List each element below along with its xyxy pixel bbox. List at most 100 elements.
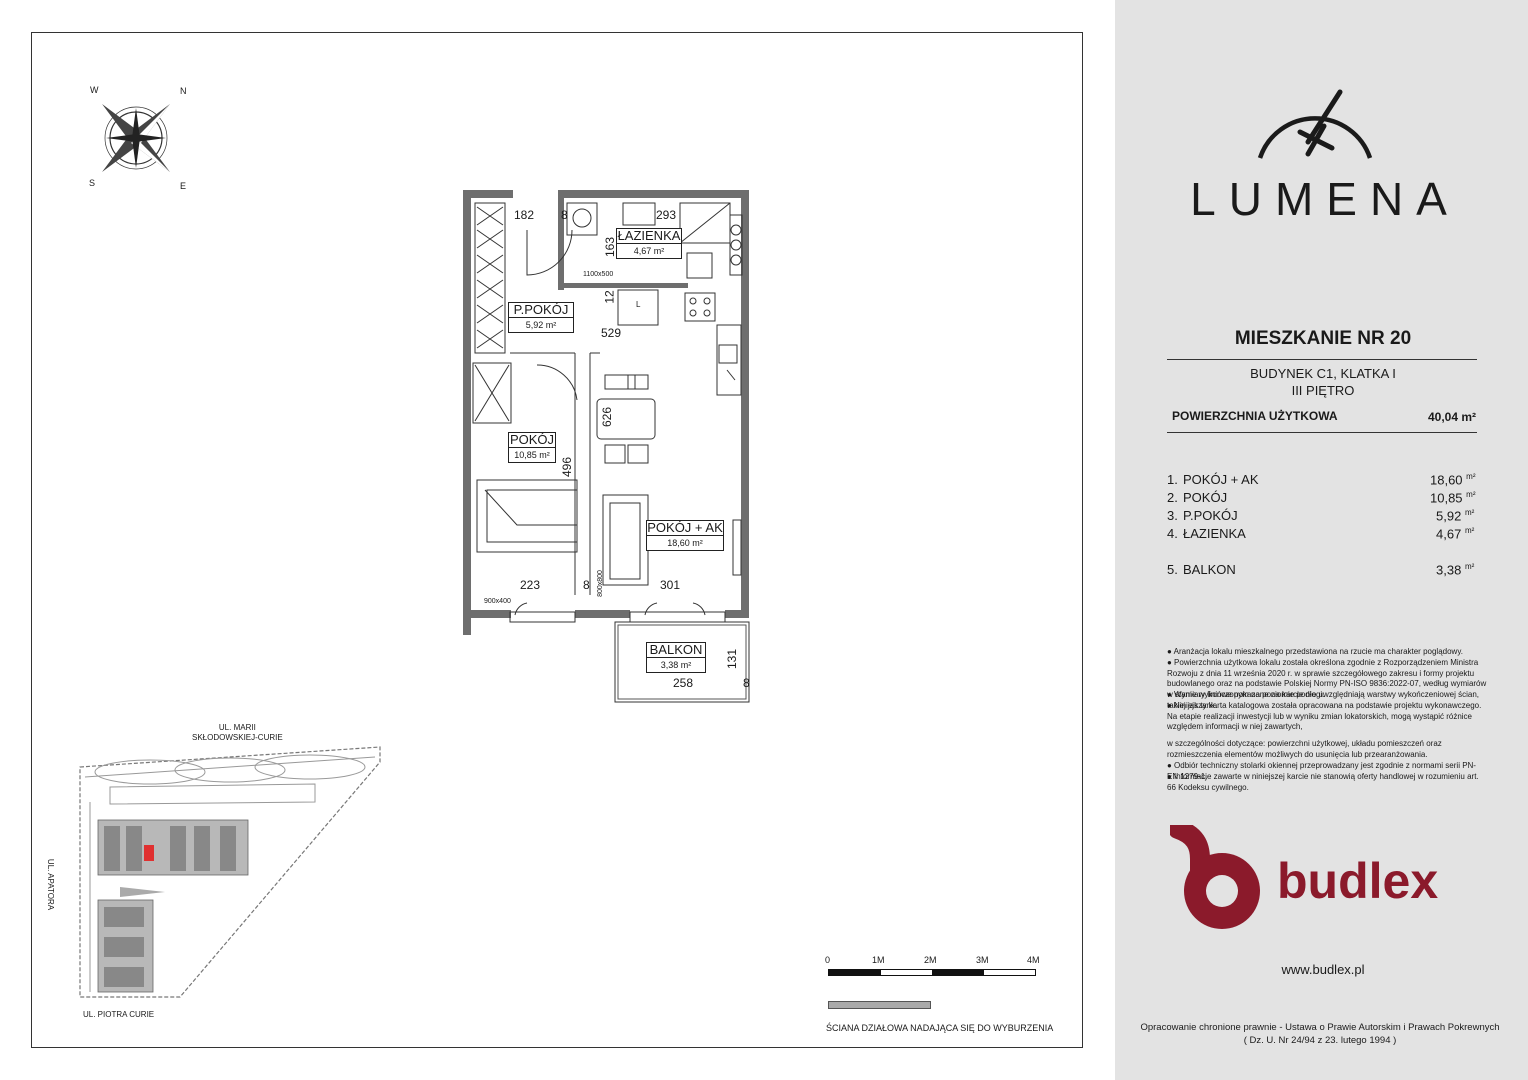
- demolition-legend: ŚCIANA DZIAŁOWA NADAJĄCA SIĘ DO WYBURZEN…: [826, 1023, 1054, 1033]
- room-ppokoj-name: P.POKÓJ: [513, 302, 569, 317]
- scale-tick-1: 1M: [872, 955, 885, 965]
- note-item: ● Aranżacja lokalu mieszkalnego przedsta…: [1167, 647, 1463, 656]
- room-pokoj-ak-name: POKÓJ + AK: [647, 520, 723, 535]
- window-size-3: 800x800: [596, 570, 604, 597]
- copyright-line-1: Opracowanie chronione prawnie - Ustawa o…: [1140, 1022, 1500, 1033]
- compass-n: N: [180, 86, 187, 96]
- dim-529: 529: [601, 326, 622, 340]
- room-list-area: 5,92 m²: [1436, 508, 1474, 523]
- room-area: 5,92: [1436, 508, 1462, 524]
- divider: [1167, 432, 1477, 433]
- note-item: w szczególności dotyczące: powierzchni u…: [1167, 739, 1442, 759]
- scale-tick-4: 4M: [1027, 955, 1040, 965]
- building-info: BUDYNEK C1, KLATKA I: [1250, 366, 1396, 381]
- dim-8c: 8: [743, 676, 750, 690]
- scale-tick-0: 0: [825, 955, 831, 965]
- room-unit: m²: [1464, 562, 1475, 571]
- room-no: 1.: [1167, 472, 1178, 487]
- divider: [1167, 359, 1477, 360]
- room-balkon-area: 3,38 m²: [647, 657, 705, 672]
- room-list-area: 3,38 m²: [1436, 562, 1474, 577]
- street-left-label: UL. APATORA: [46, 858, 56, 911]
- room-name: BALKON: [1183, 562, 1236, 577]
- apartment-title: MIESZKANIE NR 20: [1234, 328, 1412, 349]
- dim-258: 258: [673, 676, 694, 690]
- developer-name: budlex: [1277, 853, 1439, 909]
- apartment-highlight: [144, 845, 154, 861]
- dim-293: 293: [656, 208, 677, 222]
- room-name: POKÓJ + AK: [1183, 472, 1259, 487]
- street-top-label: UL. MARII SKŁODOWSKIEJ-CURIE: [192, 723, 283, 742]
- copyright-line-2: ( Dz. U. Nr 24/94 z 23. lutego 1994 ): [1243, 1035, 1397, 1046]
- note-item: ● Powierzchnia użytkowa lokalu została o…: [1167, 658, 1487, 699]
- room-ppokoj-area: 5,92 m²: [509, 317, 573, 332]
- room-no: 3.: [1167, 508, 1178, 523]
- developer-website[interactable]: www.budlex.pl: [1281, 962, 1365, 977]
- compass-rose-icon: [102, 104, 170, 172]
- room-pokoj-name: POKÓJ: [509, 432, 555, 447]
- dim-626: 626: [600, 406, 615, 428]
- room-name: POKÓJ: [1183, 490, 1228, 505]
- compass-e: E: [180, 181, 187, 191]
- room-unit: m²: [1464, 526, 1475, 535]
- room-lazienka: ŁAZIENKA 4,67 m²: [616, 228, 682, 259]
- room-pokoj-area: 10,85 m²: [509, 447, 555, 462]
- room-pokoj-ak: POKÓJ + AK 18,60 m²: [646, 520, 724, 551]
- room-list-item: 4. ŁAZIENKA: [1167, 526, 1246, 541]
- scale-bar: [828, 969, 1036, 976]
- room-lazienka-name: ŁAZIENKA: [617, 228, 681, 243]
- usable-area-value: 40,04 m²: [1428, 410, 1477, 424]
- dim-8b: 8: [583, 578, 590, 592]
- room-no: 5.: [1167, 562, 1178, 577]
- room-no: 4.: [1167, 526, 1178, 541]
- room-list-item: 1. POKÓJ + AK: [1167, 472, 1259, 487]
- room-unit: m²: [1466, 490, 1476, 499]
- demolition-wall-swatch: [828, 1001, 931, 1009]
- room-list-item: 5. BALKON: [1167, 562, 1236, 577]
- room-no: 2.: [1167, 490, 1178, 505]
- dim-12: 12: [602, 290, 617, 304]
- room-unit: m²: [1464, 508, 1475, 517]
- room-list-item: 3. P.POKÓJ: [1167, 508, 1238, 523]
- floor-info: III PIĘTRO: [1291, 383, 1355, 398]
- dim-223: 223: [520, 578, 541, 592]
- dim-182: 182: [514, 208, 535, 222]
- room-pokoj-ak-area: 18,60 m²: [647, 535, 723, 550]
- budlex-logo-icon: [1170, 825, 1260, 929]
- room-list-area: 4,67 m²: [1436, 526, 1474, 541]
- room-list-item: 2. POKÓJ: [1167, 490, 1227, 505]
- site-plan-map: [79, 746, 381, 998]
- street-bottom-label: UL. PIOTRA CURIE: [83, 1010, 155, 1019]
- floor-plan-drawing: [463, 190, 750, 703]
- room-unit: m²: [1466, 472, 1476, 481]
- dim-301: 301: [660, 578, 681, 592]
- room-area: 3,38: [1436, 562, 1462, 578]
- plan-frame: [31, 32, 1083, 1048]
- room-area: 10,85: [1430, 490, 1463, 506]
- room-area: 18,60: [1430, 472, 1463, 488]
- room-name: P.POKÓJ: [1183, 508, 1238, 523]
- room-balkon-name: BALKON: [649, 642, 703, 657]
- info-panel: [1115, 0, 1528, 1080]
- room-area: 4,67: [1436, 526, 1462, 542]
- room-ppokoj: P.POKÓJ 5,92 m²: [508, 302, 574, 333]
- usable-area-label: POWIERZCHNIA UŻYTKOWA: [1172, 409, 1338, 423]
- note-item: ● Wymiary liniowe pokazane na karcie nie…: [1167, 690, 1480, 710]
- room-pokoj: POKÓJ 10,85 m²: [508, 432, 556, 463]
- compass-w: W: [90, 85, 99, 95]
- note-item: ● Odbiór techniczny stolarki okiennej pr…: [1167, 761, 1476, 781]
- lumena-logo-icon: [1257, 89, 1373, 159]
- note-item: ● Niniejsza karta katalogowa została opr…: [1167, 701, 1482, 732]
- scale-tick-2: 2M: [924, 955, 937, 965]
- window-size-2: 900x400: [484, 598, 511, 605]
- compass-s: S: [89, 178, 96, 188]
- room-list-area: 10,85 m²: [1430, 490, 1476, 505]
- room-balkon: BALKON 3,38 m²: [646, 642, 706, 673]
- fridge-label: L: [636, 300, 641, 309]
- brand-name: LUMENA: [1190, 173, 1460, 225]
- dim-131: 131: [725, 648, 740, 670]
- room-name: ŁAZIENKA: [1183, 526, 1246, 541]
- dim-496: 496: [560, 456, 575, 478]
- dim-163: 163: [603, 236, 618, 258]
- window-size-1: 1100x500: [583, 271, 614, 278]
